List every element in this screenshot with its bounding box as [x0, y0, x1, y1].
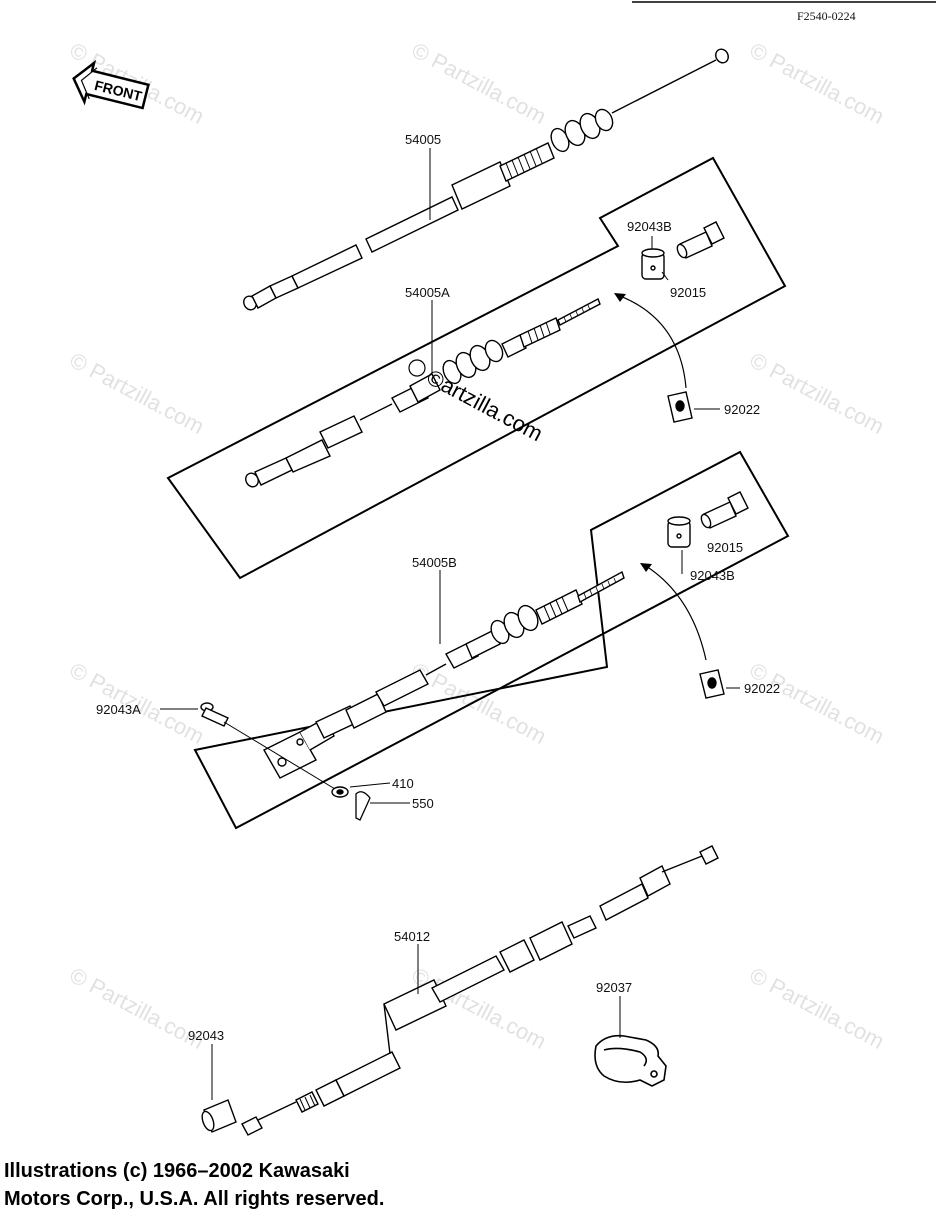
label-54005B: 54005B — [412, 555, 457, 570]
label-54005: 54005 — [405, 132, 441, 147]
label-92015-top: 92015 — [670, 285, 706, 300]
label-550: 550 — [412, 796, 434, 811]
label-92043B-top: 92043B — [627, 219, 672, 234]
cable-54005A — [245, 298, 601, 488]
diagram-code: F2540-0224 — [797, 9, 856, 23]
arrow-92022-mid — [640, 563, 707, 661]
pin-path-line — [223, 721, 341, 793]
label-92043: 92043 — [188, 1028, 224, 1043]
group-box-54005B — [193, 450, 790, 830]
watermark-3: © Partzilla.com — [746, 37, 889, 129]
watermark-4: © Partzilla.com — [66, 347, 209, 439]
washer-410 — [331, 786, 349, 798]
label-54005A: 54005A — [405, 285, 450, 300]
label-92015-mid: 92015 — [707, 540, 743, 555]
label-92022-mid: 92022 — [744, 681, 780, 696]
clamp-92037 — [594, 1034, 667, 1087]
label-410: 410 — [392, 776, 414, 791]
cable-54005 — [243, 48, 729, 311]
watermark-2: © Partzilla.com — [408, 37, 551, 129]
label-92043B-mid: 92043B — [690, 568, 735, 583]
bolt-92015-mid — [700, 491, 749, 529]
leader-92015-top — [661, 271, 669, 281]
center-watermark: ©artzilla.com — [408, 359, 547, 446]
pin-92043 — [201, 1099, 237, 1133]
label-54012: 54012 — [394, 929, 430, 944]
bolt-92015-top — [676, 221, 725, 259]
cable-54012 — [241, 845, 719, 1136]
pin-92043A — [200, 702, 229, 727]
arrow-92022-top — [614, 293, 687, 389]
watermark-5: © Partzilla.com — [746, 347, 889, 439]
center-watermark-text: ©artzilla.com — [423, 364, 547, 446]
watermark-11: © Partzilla.com — [746, 962, 889, 1054]
washer-92022-top — [667, 391, 693, 423]
watermark-9: © Partzilla.com — [66, 962, 209, 1054]
cable-54005B — [263, 570, 625, 779]
label-92043A: 92043A — [96, 702, 141, 717]
leader-410 — [349, 782, 391, 788]
pin-92043B-mid — [667, 516, 691, 548]
label-92037: 92037 — [596, 980, 632, 995]
copyright-line-1: Illustrations (c) 1966–2002 Kawasaki — [4, 1160, 350, 1182]
washer-92022-mid — [699, 669, 725, 699]
group-box-54005A — [166, 156, 787, 580]
label-92022-top: 92022 — [724, 402, 760, 417]
pin-92043B-top — [641, 248, 665, 280]
watermark-8: © Partzilla.com — [746, 657, 889, 749]
cotter-pin-550 — [355, 791, 371, 821]
